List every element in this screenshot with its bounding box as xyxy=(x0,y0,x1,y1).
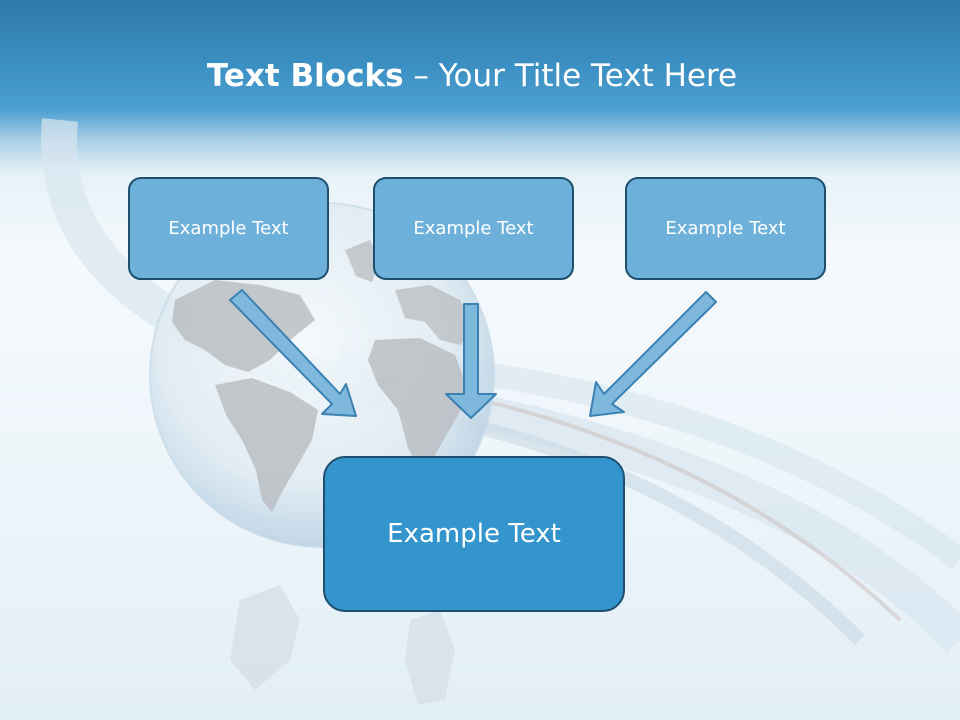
arrow-center-icon xyxy=(445,303,497,419)
title-bold-part: Text Blocks xyxy=(206,58,404,94)
slide-title: Text Blocks – Your Title Text Here xyxy=(0,52,944,100)
arrow-right-icon xyxy=(589,291,717,417)
text-block-top-left[interactable]: Example Text xyxy=(128,177,329,280)
arrow-left-icon xyxy=(229,289,357,417)
text-block-bottom-label: Example Text xyxy=(387,519,561,549)
text-block-top-center[interactable]: Example Text xyxy=(373,177,574,280)
text-block-top-right[interactable]: Example Text xyxy=(625,177,826,280)
text-block-bottom[interactable]: Example Text xyxy=(323,456,625,612)
text-block-top-center-label: Example Text xyxy=(413,218,534,239)
title-dash: – xyxy=(403,58,439,94)
text-block-top-right-label: Example Text xyxy=(665,218,786,239)
title-rest: Your Title Text Here xyxy=(438,58,738,94)
text-block-top-left-label: Example Text xyxy=(168,218,289,239)
